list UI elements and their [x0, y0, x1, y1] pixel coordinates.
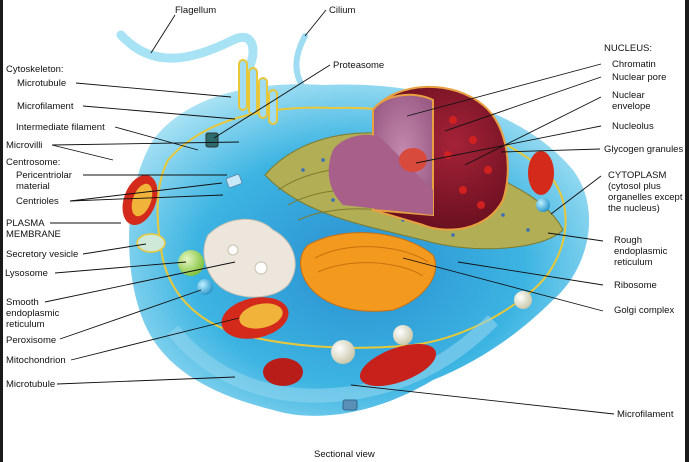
label-proteasome: Proteasome	[333, 60, 385, 71]
flagellum-shape	[116, 30, 258, 75]
label-microtubule-top: Microtubule	[17, 78, 67, 89]
label-smooth-er-3: reticulum	[6, 319, 45, 330]
animal-cell-illustration	[44, 9, 615, 416]
proteasome-bottom-shape	[342, 399, 358, 411]
mitochondrion-shapes	[122, 151, 554, 387]
label-smooth-er-2: endoplasmic	[6, 308, 60, 319]
label-centrioles: Centrioles	[16, 196, 59, 207]
smooth-er-shape	[203, 218, 296, 298]
cell-diagram: Flagellum Cilium Proteasome Cytoskeleton…	[3, 0, 685, 462]
label-cytoplasm-1: CYTOPLASM	[608, 170, 667, 181]
label-plasma-membrane-1: PLASMA	[6, 218, 45, 229]
label-plasma-membrane-2: MEMBRANE	[6, 229, 61, 240]
label-secretory-vesicle: Secretory vesicle	[6, 249, 79, 260]
golgi-complex-shape	[300, 232, 437, 312]
label-nuclear-envelope-2: envelope	[612, 101, 651, 112]
label-glycogen-granules: Glycogen granules	[604, 144, 684, 155]
label-microfilament-top: Microfilament	[17, 101, 74, 112]
label-chromatin: Chromatin	[612, 59, 656, 70]
cilium-shape	[293, 33, 308, 91]
leader-lines	[44, 9, 615, 415]
plasma-membrane-line	[156, 106, 567, 349]
secretory-vesicle-shape	[136, 233, 166, 253]
label-cilium: Cilium	[329, 5, 356, 16]
label-ribosome: Ribosome	[614, 280, 657, 291]
label-cytoplasm-3: organelles except	[608, 192, 683, 203]
label-nucleus-header: NUCLEUS:	[604, 43, 653, 54]
proteasome-shape	[205, 132, 219, 148]
centriole-shape	[225, 173, 243, 189]
label-smooth-er-1: Smooth	[6, 297, 39, 308]
label-golgi-complex: Golgi complex	[614, 305, 675, 316]
label-microvilli: Microvilli	[6, 140, 43, 151]
label-peroxisome: Peroxisome	[6, 335, 57, 346]
label-cytoskeleton-header: Cytoskeleton:	[6, 64, 64, 75]
label-cytoplasm-4: the nucleus)	[608, 203, 660, 214]
label-microtubule-bottom: Microtubule	[6, 379, 56, 390]
label-microfilament-bottom: Microfilament	[617, 409, 674, 420]
label-pericentriolar-2: material	[16, 181, 50, 192]
label-flagellum: Flagellum	[175, 5, 217, 16]
label-nucleolus: Nucleolus	[612, 121, 654, 132]
label-intermediate-filament: Intermediate filament	[16, 122, 105, 133]
peroxisome-shape	[197, 279, 213, 295]
label-cytoplasm-2: (cytosol plus	[608, 181, 661, 192]
label-rough-er-3: reticulum	[614, 257, 653, 268]
label-mitochondrion: Mitochondrion	[6, 355, 66, 366]
label-centrosome-header: Centrosome:	[6, 157, 61, 168]
label-rough-er-2: endoplasmic	[614, 246, 668, 257]
label-nuclear-envelope-1: Nuclear	[612, 90, 645, 101]
label-rough-er-1: Rough	[614, 235, 642, 246]
caption-sectional-view: Sectional view	[314, 449, 375, 460]
label-lysosome: Lysosome	[5, 268, 48, 279]
label-pericentriolar-1: Pericentriolar	[16, 170, 72, 181]
label-nuclear-pore: Nuclear pore	[612, 72, 667, 83]
lysosome-shape	[178, 250, 204, 276]
nucleolus-shape	[399, 148, 427, 172]
